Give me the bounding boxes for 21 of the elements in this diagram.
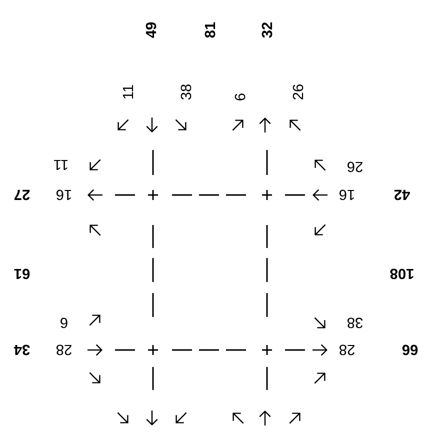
count-label: 42: [394, 190, 410, 200]
count-label: 32: [262, 22, 272, 38]
count-label: 6: [234, 94, 246, 100]
count-label: 108: [390, 268, 414, 280]
count-label: 28: [340, 344, 354, 356]
count-label: 28: [56, 344, 72, 356]
count-label: 38: [348, 318, 363, 328]
count-label: 61: [14, 268, 30, 280]
count-label: 66: [402, 344, 418, 356]
count-label: 11: [54, 160, 68, 170]
count-label: 34: [14, 344, 30, 356]
count-label: 16: [340, 190, 354, 200]
count-label: 49: [146, 22, 156, 38]
count-label: 16: [56, 190, 72, 200]
count-label: 11: [122, 85, 134, 98]
count-label: 81: [204, 22, 216, 38]
count-label: 27: [14, 190, 30, 200]
count-label: 26: [292, 84, 304, 100]
count-label: 38: [180, 84, 192, 100]
count-label: 26: [348, 162, 362, 172]
count-label: 6: [60, 318, 68, 328]
